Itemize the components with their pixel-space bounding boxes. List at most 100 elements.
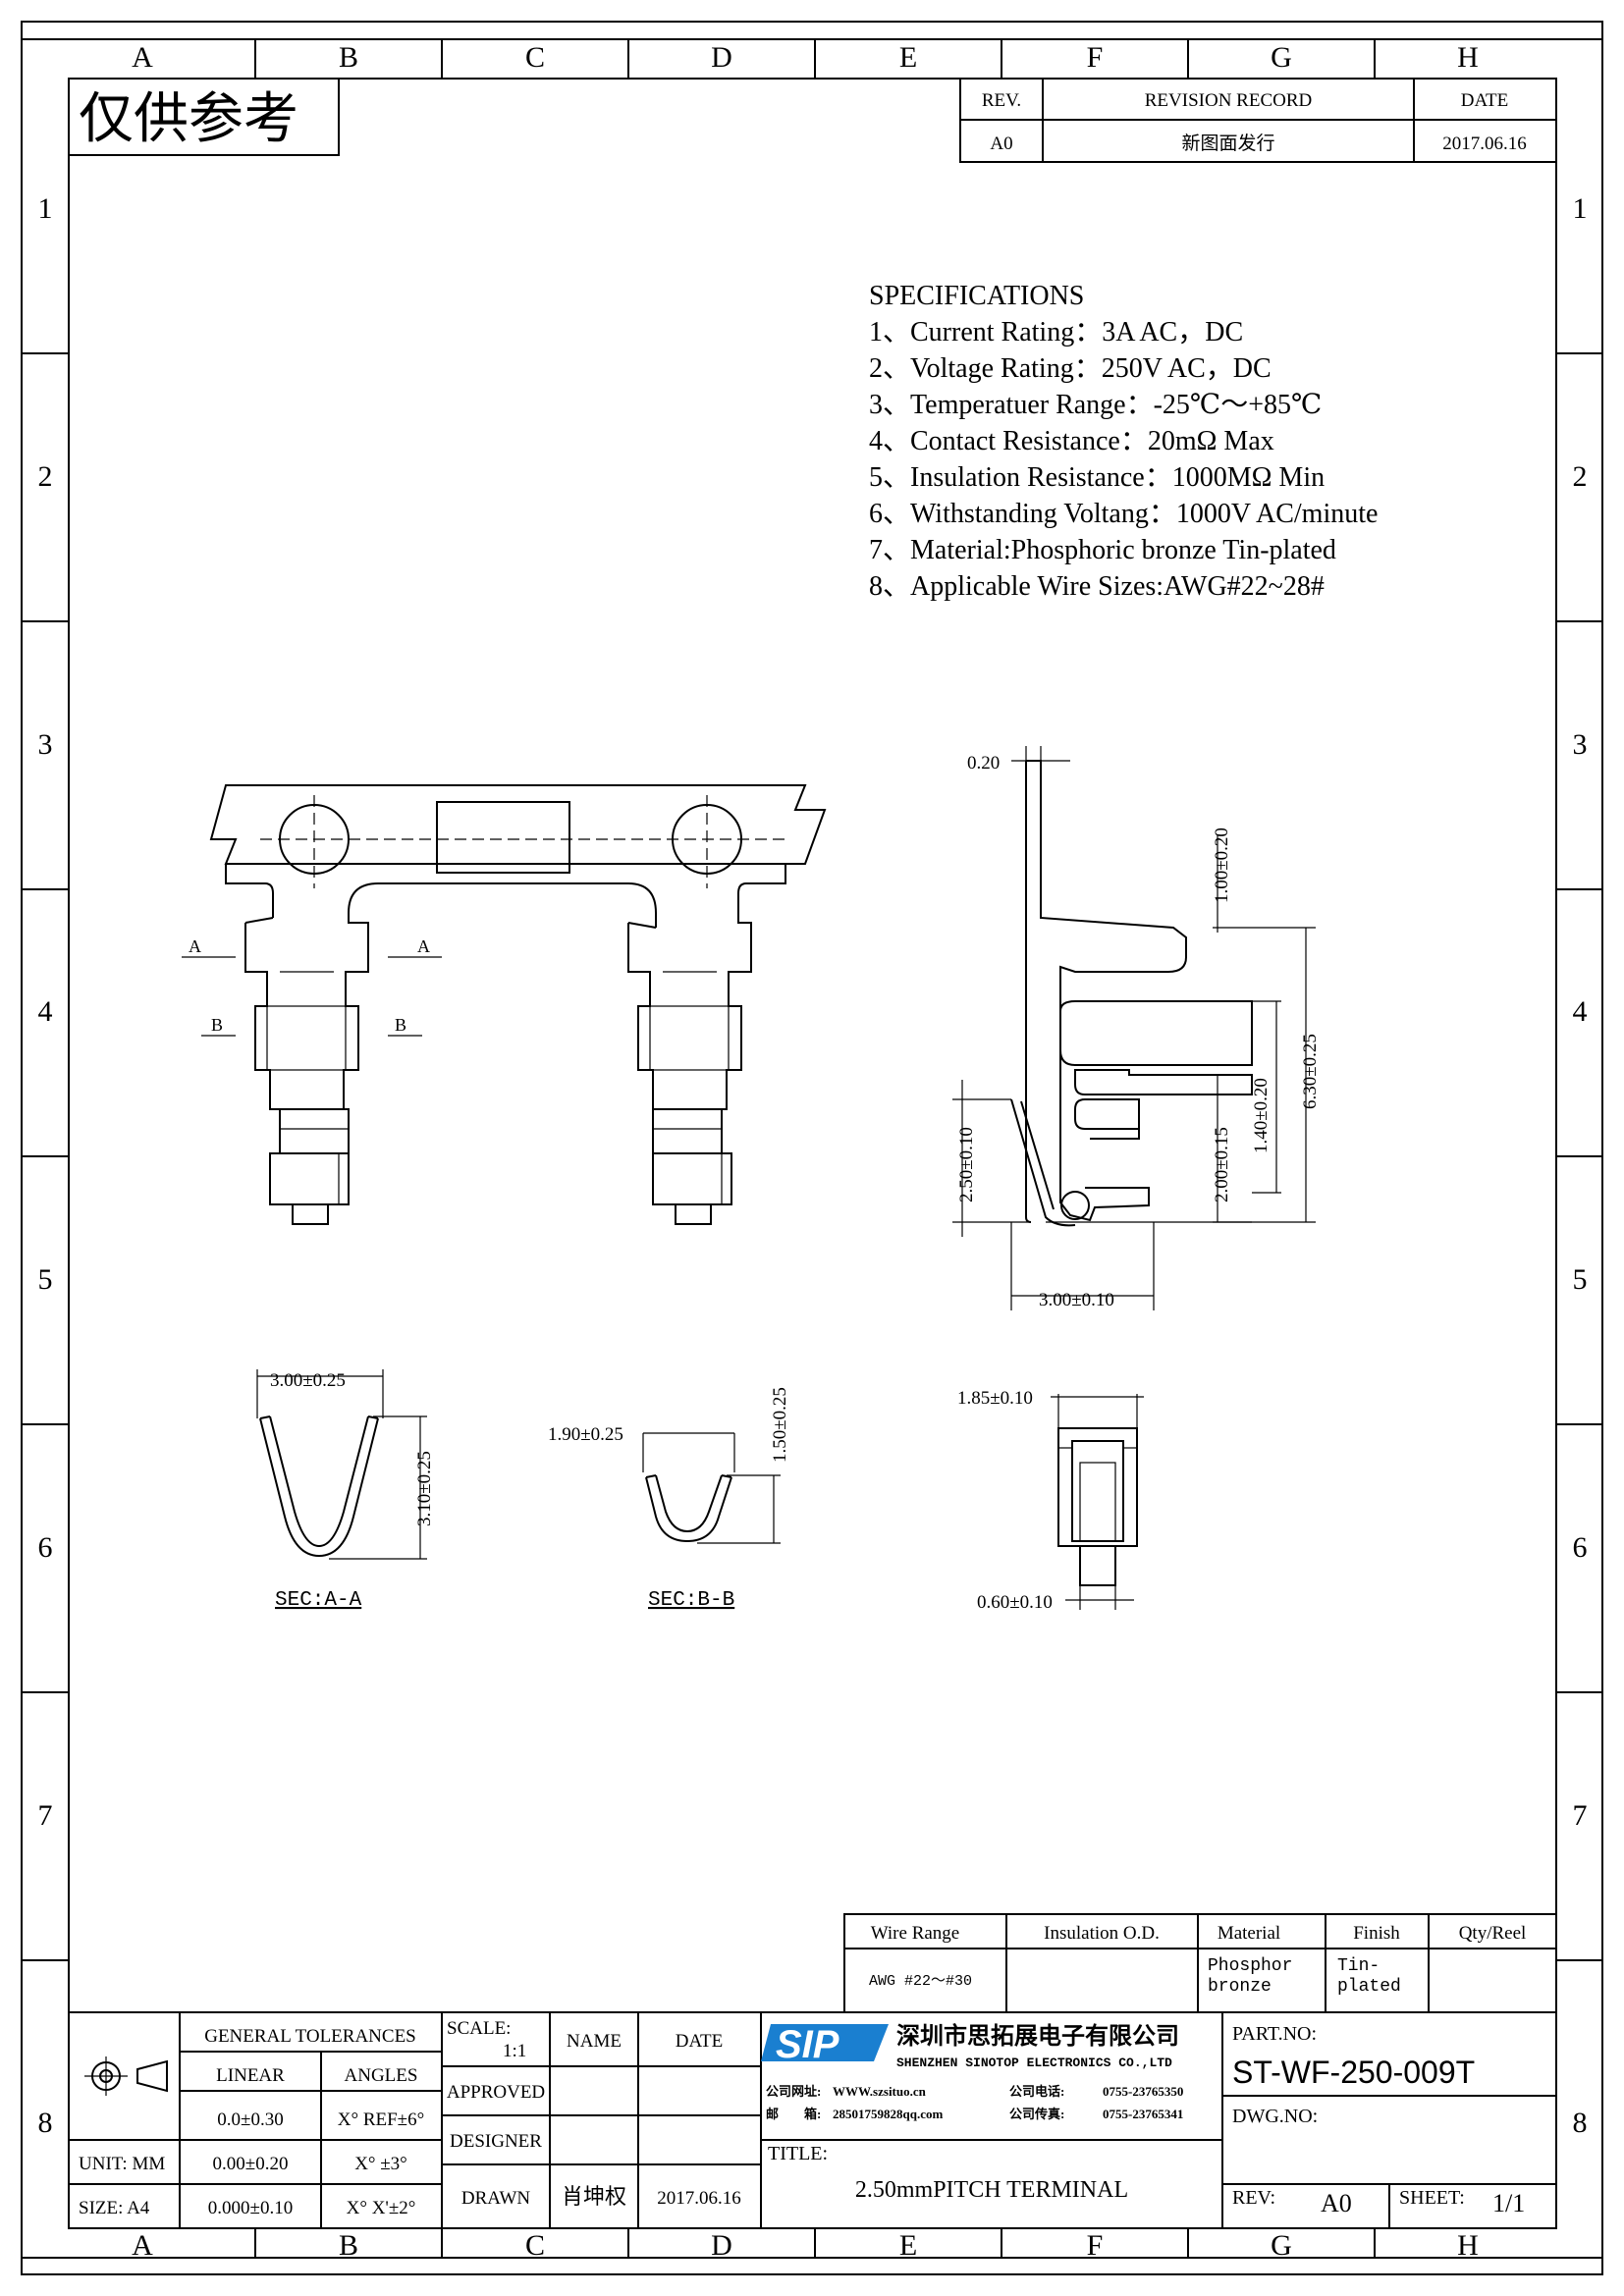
row-label-7-right: 7: [1573, 1799, 1588, 1832]
dim-thickness: 0.20: [967, 753, 1000, 774]
tol-linear-3: 0.000±0.10: [208, 2198, 293, 2218]
row-label-1-left: 1: [38, 192, 53, 225]
approved-label: APPROVED: [447, 2082, 545, 2103]
row-label-7-left: 7: [38, 1799, 53, 1832]
spec-item: 7、Material:Phosphoric bronze Tin-plated: [869, 535, 1336, 565]
mail-value: 28501759828qq.com: [833, 2107, 943, 2121]
left-terminal: [244, 913, 369, 1225]
web-value: WWW.szsituo.cn: [833, 2084, 927, 2099]
company-logo: SIP: [761, 2023, 889, 2066]
section-a-a: 3.00±0.25 3.10±0.25 SEC:A-A: [256, 1369, 435, 1612]
drawn-date: 2017.06.16: [657, 2188, 741, 2209]
dim-2-50: 2.50±0.10: [956, 1127, 977, 1202]
dwg-no-label: DWG.NO:: [1232, 2106, 1318, 2127]
sec-bb-width: 1.90±0.25: [548, 1424, 623, 1445]
tel-value: 0755-23765350: [1103, 2084, 1183, 2099]
sheet-value: 1/1: [1492, 2189, 1525, 2217]
col-label-a-bottom: A: [132, 2229, 153, 2262]
company-name-en: SHENZHEN SINOTOP ELECTRONICS CO.,LTD: [896, 2056, 1172, 2070]
col-label-b-top: B: [339, 41, 358, 74]
designer-label: DESIGNER: [450, 2131, 542, 2152]
row-label-3-left: 3: [38, 728, 53, 761]
section-marker-a-left: A: [189, 936, 201, 956]
part-no-value: ST-WF-250-009T: [1232, 2055, 1475, 2090]
sec-aa-height: 3.10±0.25: [414, 1451, 435, 1526]
wire-finish-value: Tin-plated: [1337, 1956, 1401, 1997]
revision-date-value: 2017.06.16: [1442, 133, 1527, 154]
dim-1-40: 1.40±0.20: [1251, 1078, 1272, 1153]
section-marker-b-left: B: [211, 1015, 223, 1035]
col-label-d-top: D: [711, 41, 732, 74]
rev-value: A0: [990, 133, 1012, 154]
sec-bb-label: SEC:B-B: [648, 1589, 734, 1612]
col-label-e-bottom: E: [899, 2229, 917, 2262]
stamp-text: 仅供参考: [79, 87, 298, 149]
wire-material-value: Phosphor bronze: [1208, 1956, 1293, 1997]
wire-header-qty: Qty/Reel: [1459, 1923, 1527, 1944]
tol-angle-3: X° X'±2°: [347, 2198, 416, 2218]
row-label-5-right: 5: [1573, 1263, 1588, 1296]
tol-linear-1: 0.0±0.30: [217, 2109, 283, 2130]
rev-label: REV:: [1232, 2187, 1275, 2209]
company-name-cn: 深圳市思拓展电子有限公司: [896, 2022, 1179, 2050]
mail-label: 邮 箱:: [766, 2107, 821, 2121]
row-label-4-left: 4: [38, 995, 53, 1028]
row-label-8-left: 8: [38, 2107, 53, 2139]
spec-item: 4、Contact Resistance：20mΩ Max: [869, 426, 1274, 456]
revision-record-header: REVISION RECORD: [1145, 90, 1312, 111]
spec-item: 3、Temperatuer Range：-25℃～+85℃: [869, 390, 1322, 420]
col-label-f-top: F: [1087, 41, 1104, 74]
end-view-pin: 0.60±0.10: [977, 1592, 1053, 1613]
right-terminal: [627, 918, 752, 1225]
wire-header-range: Wire Range: [871, 1923, 960, 1944]
row-label-1-right: 1: [1573, 192, 1588, 225]
section-marker-b-right: B: [395, 1015, 406, 1035]
spec-item: 2、Voltage Rating：250V AC，DC: [869, 353, 1272, 384]
wire-spec-table: Wire Range Insulation O.D. Material Fini…: [843, 1913, 1557, 2013]
section-marker-a-right: A: [417, 936, 430, 956]
row-label-6-left: 6: [38, 1531, 53, 1564]
sec-bb-height: 1.50±0.25: [770, 1387, 790, 1463]
spec-title: SPECIFICATIONS: [869, 281, 1084, 311]
fax-label: 公司传真:: [1009, 2107, 1064, 2121]
projection-symbol-icon: [84, 2056, 168, 2096]
col-label-c-bottom: C: [525, 2229, 545, 2262]
row-label-2-right: 2: [1573, 460, 1588, 493]
row-label-6-right: 6: [1573, 1531, 1588, 1564]
col-label-c-top: C: [525, 41, 545, 74]
row-label-4-right: 4: [1573, 995, 1588, 1028]
front-view-drawing: A A B B: [182, 784, 827, 1225]
general-tolerances-label: GENERAL TOLERANCES: [204, 2026, 416, 2047]
dim-1-00: 1.00±0.20: [1212, 828, 1232, 903]
dim-3-00: 3.00±0.10: [1039, 1290, 1114, 1310]
scale-value: 1:1: [503, 2041, 526, 2061]
col-label-b-bottom: B: [339, 2229, 358, 2262]
angles-label: ANGLES: [345, 2065, 418, 2086]
unit-label: UNIT: MM: [79, 2154, 165, 2174]
col-label-g-bottom: G: [1271, 2229, 1292, 2262]
side-view-drawing: 0.20 1.00±0.20 6.30±0.25 1.40±0.20 2.00±…: [952, 746, 1321, 1310]
rev-value: A0: [1321, 2189, 1352, 2217]
end-view-width: 1.85±0.10: [957, 1388, 1033, 1409]
rev-header: REV.: [982, 90, 1021, 111]
spec-item: 5、Insulation Resistance：1000MΩ Min: [869, 462, 1325, 493]
revision-record-value: 新图面发行: [1181, 133, 1274, 154]
sec-aa-width: 3.00±0.25: [270, 1370, 346, 1391]
drawing-title: 2.50mmPITCH TERMINAL: [855, 2177, 1128, 2203]
row-label-3-right: 3: [1573, 728, 1588, 761]
col-label-h-top: H: [1457, 41, 1479, 74]
part-no-label: PART.NO:: [1232, 2023, 1317, 2045]
wire-range-value: AWG #22～#30: [869, 1973, 972, 1990]
spec-item: 1、Current Rating：3A AC，DC: [869, 317, 1243, 347]
wire-header-finish: Finish: [1353, 1923, 1400, 1944]
sec-aa-label: SEC:A-A: [275, 1589, 362, 1612]
dim-2-00: 2.00±0.15: [1212, 1127, 1232, 1202]
col-label-g-top: G: [1271, 41, 1292, 74]
section-b-b: 1.90±0.25 1.50±0.25 SEC:B-B: [548, 1387, 790, 1612]
revision-table: REV. REVISION RECORD DATE A0 新图面发行 2017.…: [959, 78, 1557, 163]
col-label-f-bottom: F: [1087, 2229, 1104, 2262]
tol-angle-2: X° ±3°: [354, 2154, 407, 2174]
title-label: TITLE:: [768, 2143, 828, 2164]
wire-header-material: Material: [1218, 1923, 1280, 1944]
